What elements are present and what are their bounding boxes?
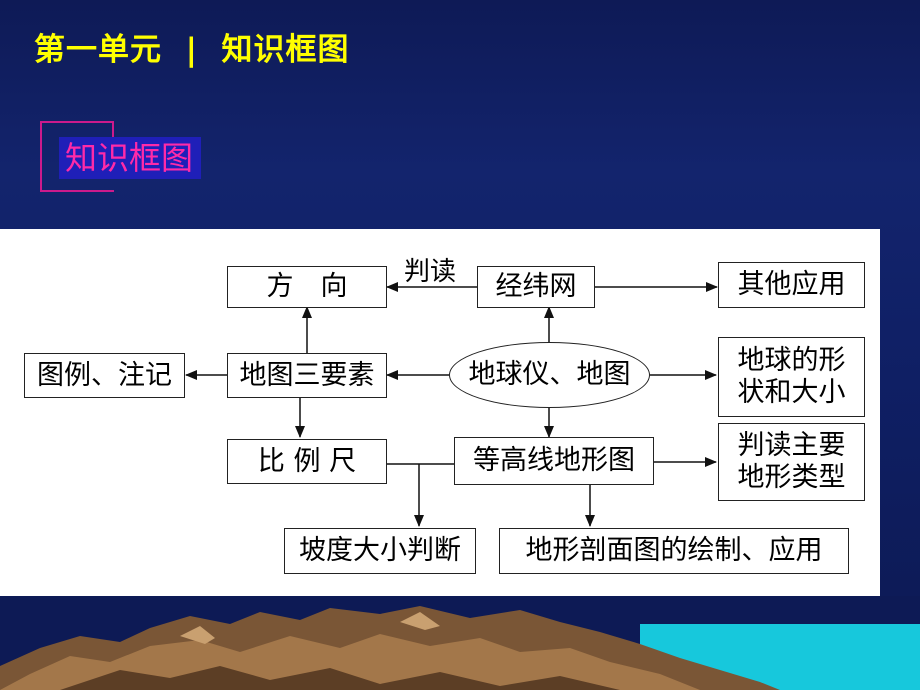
- node-landform-types: 判读主要 地形类型: [718, 423, 865, 501]
- node-scale: 比 例 尺: [227, 439, 387, 484]
- mountain-landscape-decoration: [0, 596, 920, 690]
- node-legend: 图例、注记: [24, 353, 185, 398]
- node-slope: 坡度大小判断: [284, 528, 476, 574]
- slide-title: 第一单元 | 知识框图: [34, 32, 350, 68]
- section-label: 知识框图: [59, 137, 202, 179]
- section-frame-tick: [112, 121, 114, 139]
- node-globe-map: 地球仪、地图: [449, 342, 650, 408]
- node-other-apps: 其他应用: [718, 262, 865, 308]
- node-contour-map: 等高线地形图: [454, 437, 654, 485]
- node-direction: 方 向: [227, 266, 387, 308]
- node-map-elements: 地图三要素: [227, 353, 387, 398]
- edge-label-interpret: 判读: [404, 257, 457, 287]
- node-earth-shape: 地球的形 状和大小: [718, 337, 865, 417]
- section-frame: [40, 121, 114, 192]
- knowledge-diagram-panel: 判读 方 向 经纬网 其他应用 图例、注记 地图三要素 地球仪、地图 地球的形 …: [0, 229, 880, 610]
- node-grid: 经纬网: [477, 266, 595, 308]
- node-profile: 地形剖面图的绘制、应用: [499, 528, 849, 574]
- diagram-connectors: [185, 282, 718, 527]
